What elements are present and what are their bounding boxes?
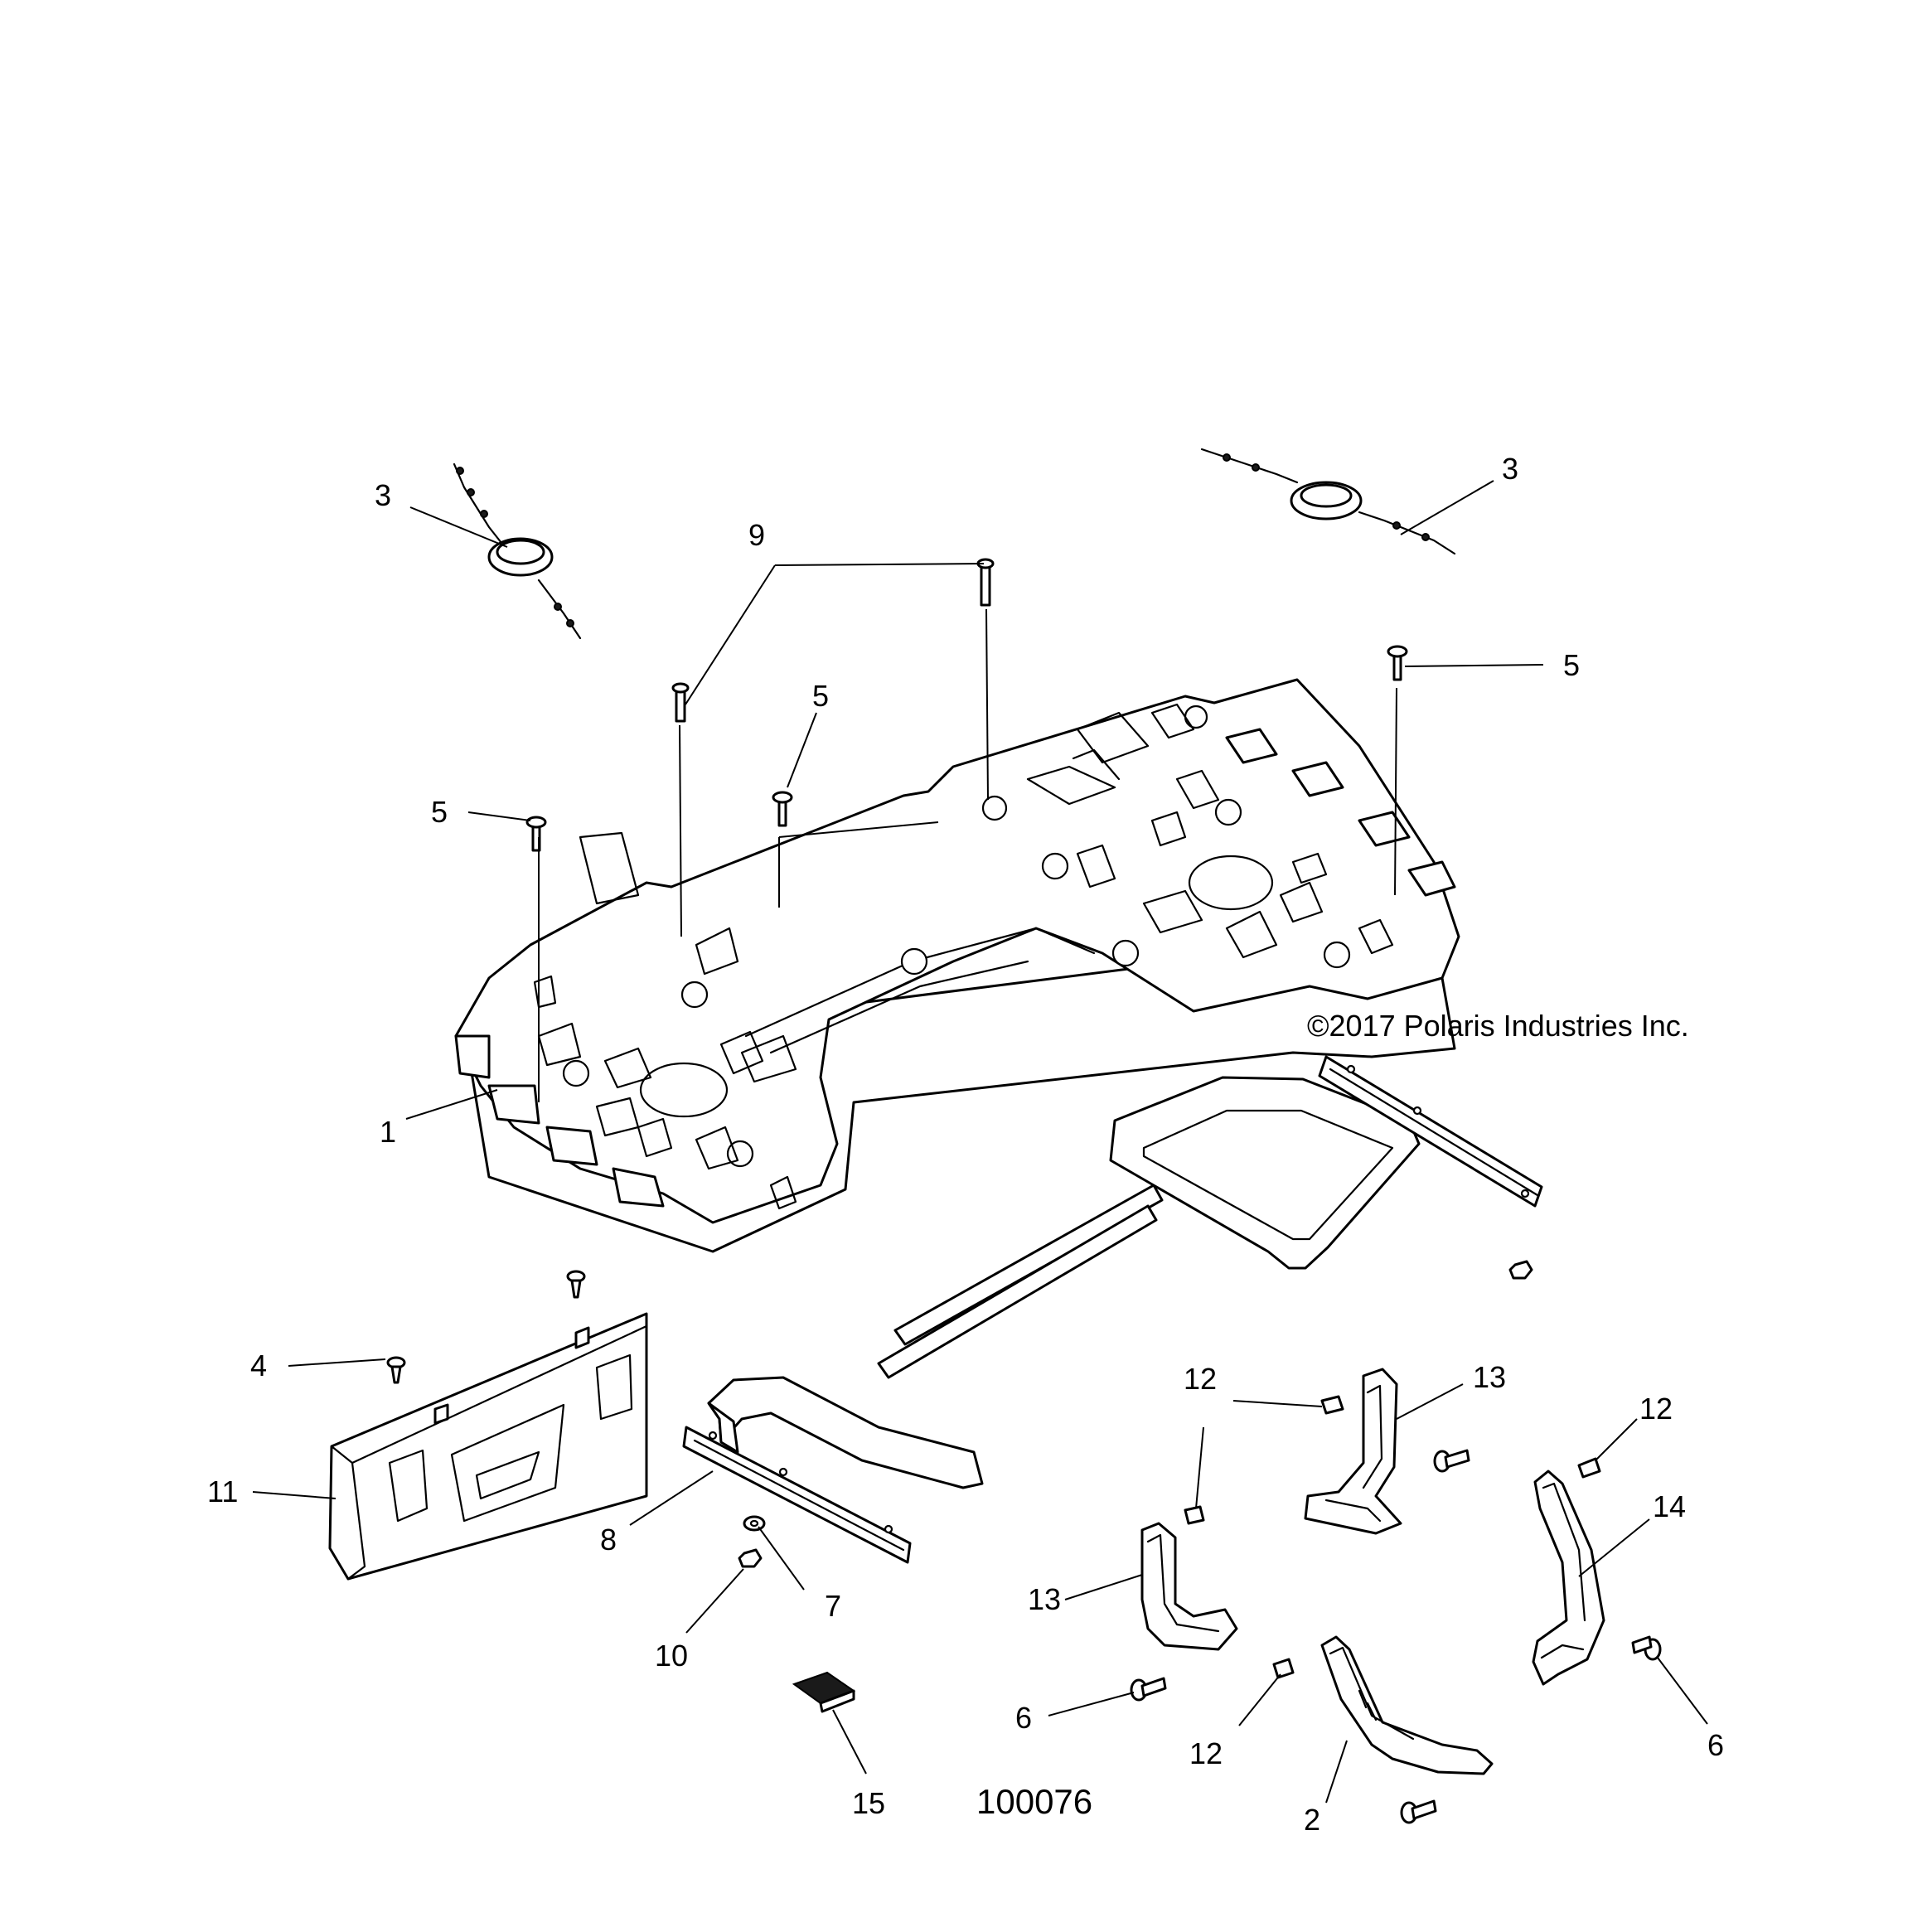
flange-bolt-4 (1400, 1799, 1437, 1824)
screw-3 (1387, 645, 1408, 681)
callout-10: 10 (655, 1639, 688, 1673)
callout-3-left: 3 (375, 478, 391, 512)
nut-rear (1508, 1260, 1533, 1280)
callout-labels: 3 3 9 5 5 5 1 4 11 8 7 10 15 12 13 12 14… (207, 452, 1724, 1837)
flange-bolt-2 (1433, 1449, 1470, 1473)
callout-6-a: 6 (1015, 1701, 1032, 1735)
callout-12-b: 12 (1639, 1392, 1673, 1426)
rubber-pad (792, 1671, 856, 1713)
clip-2 (1184, 1505, 1205, 1525)
callout-11: 11 (207, 1474, 238, 1508)
leader-lines (252, 480, 1708, 1804)
callout-15: 15 (852, 1786, 885, 1820)
bolt-long-1 (671, 682, 690, 723)
callout-4: 4 (250, 1349, 267, 1382)
callout-14: 14 (1653, 1489, 1686, 1523)
bracket-upper (1304, 1368, 1402, 1535)
callout-1: 1 (380, 1115, 396, 1149)
clip-1 (1320, 1395, 1344, 1415)
callout-7: 7 (825, 1589, 841, 1623)
support-arm (1532, 1470, 1605, 1686)
screw-2 (772, 791, 793, 827)
callout-3-right: 3 (1502, 452, 1518, 486)
push-rivet-2 (386, 1356, 406, 1384)
callout-5-c: 5 (1563, 648, 1580, 682)
rack-frame (682, 1055, 1543, 1564)
flange-bolt-3 (1631, 1635, 1662, 1661)
push-rivet-1 (566, 1270, 586, 1299)
callout-5-b: 5 (812, 679, 829, 713)
copyright-notice: ©2017 Polaris Industries Inc. (1307, 1009, 1689, 1043)
callout-5-a: 5 (431, 795, 448, 829)
screw-1 (525, 816, 547, 852)
callout-6-b: 6 (1707, 1728, 1724, 1762)
brace (1320, 1635, 1494, 1775)
grommet-right (1200, 448, 1456, 555)
nut-front (738, 1548, 763, 1568)
rear-rack-panel (454, 678, 1460, 1253)
clip-4 (1272, 1658, 1295, 1679)
callout-2: 2 (1304, 1803, 1320, 1837)
callout-13-a: 13 (1473, 1360, 1506, 1394)
washer (743, 1515, 766, 1532)
grommet-left (453, 462, 582, 640)
bolt-long-2 (976, 558, 995, 607)
drawing-number: 100076 (976, 1782, 1092, 1821)
callout-12-a: 12 (1184, 1362, 1217, 1396)
storage-panel (328, 1312, 648, 1581)
clip-3 (1577, 1457, 1601, 1479)
callout-13-b: 13 (1028, 1582, 1061, 1616)
callout-12-c: 12 (1189, 1736, 1223, 1770)
callout-8: 8 (600, 1523, 617, 1557)
callout-9: 9 (748, 518, 765, 552)
bracket-lower (1140, 1522, 1238, 1651)
flange-bolt-1 (1130, 1677, 1167, 1702)
